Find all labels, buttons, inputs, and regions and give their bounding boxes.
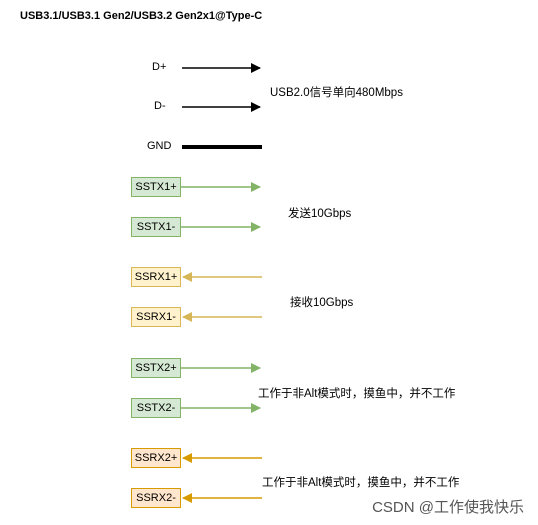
- rx1-note: 接收10Gbps: [290, 297, 354, 309]
- diagram-title: USB3.1/USB3.1 Gen2/USB3.2 Gen2x1@Type-C: [20, 10, 263, 22]
- ssrx1p-box: SSRX1+: [131, 267, 181, 287]
- sstx2p-box: SSTX2+: [131, 358, 181, 378]
- tx1-note: 发送10Gbps: [288, 208, 352, 220]
- dplus-label: D+: [152, 61, 167, 73]
- sstx1p-box: SSTX1+: [131, 177, 181, 197]
- ssrx2n-box: SSRX2-: [131, 488, 181, 508]
- dminus-label: D-: [154, 100, 166, 112]
- sstx2n-box: SSTX2-: [131, 398, 181, 418]
- ssrx1n-box: SSRX1-: [131, 307, 181, 327]
- ssrx2p-box: SSRX2+: [131, 448, 181, 468]
- usb2-note: USB2.0信号单向480Mbps: [270, 87, 403, 99]
- gnd-label: GND: [147, 140, 172, 152]
- watermark: CSDN @工作使我快乐: [372, 499, 524, 516]
- tx2-note: 工作于非Alt模式时，摸鱼中，并不工作: [258, 388, 456, 400]
- rx2-note: 工作于非Alt模式时，摸鱼中，并不工作: [262, 477, 460, 489]
- sstx1n-box: SSTX1-: [131, 217, 181, 237]
